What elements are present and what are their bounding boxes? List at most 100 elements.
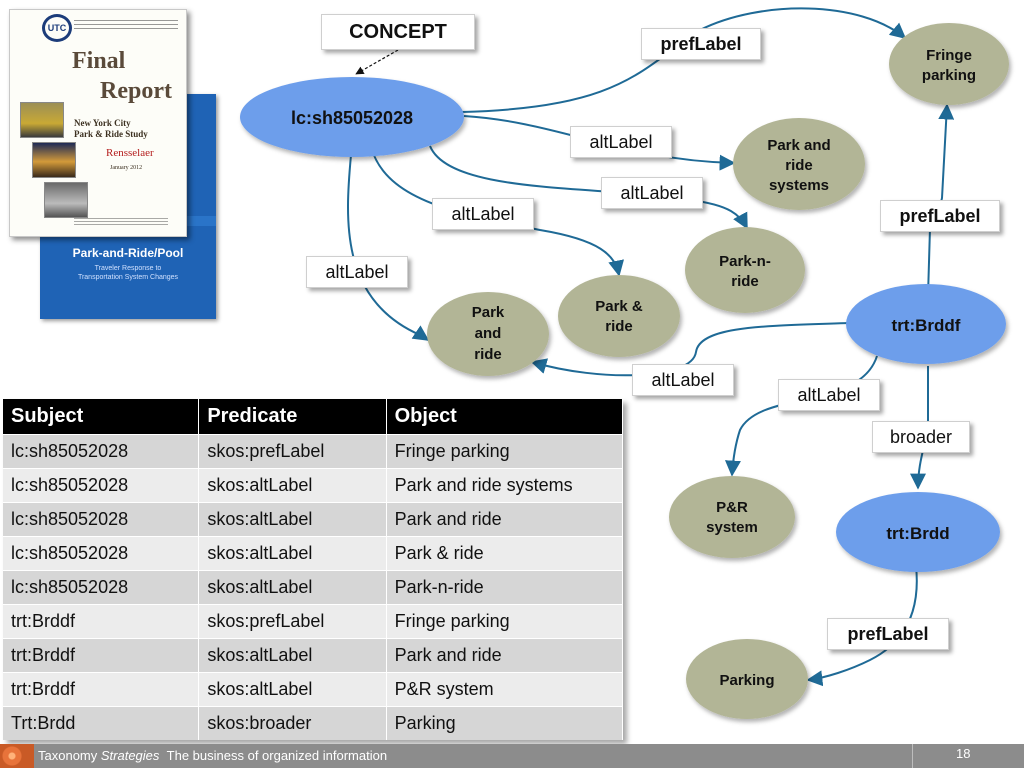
edge-label-altlabel-systems: altLabel [570, 126, 672, 158]
cell-predicate: skos:altLabel [198, 570, 387, 605]
cell-subject: lc:sh85052028 [3, 434, 200, 469]
node-fringe-parking: Fringe parking [889, 23, 1009, 105]
cover-photo-night [32, 142, 76, 178]
cover-date: January 2012 [110, 165, 143, 171]
edge-label-altlabel-amp-ride: altLabel [432, 198, 534, 230]
node-trt-brddf: trt:Brddf [846, 284, 1006, 364]
cover-back-title: Park-and-Ride/Pool [72, 246, 184, 260]
cell-predicate: skos:broader [198, 706, 387, 740]
node-fringe-parking-line2: parking [922, 67, 976, 84]
node-park-n-ride-line1: Park-n- [719, 253, 771, 270]
node-trt-brdd-label: trt:Brdd [886, 524, 949, 543]
cell-predicate: skos:altLabel [198, 502, 387, 537]
cell-predicate: skos:prefLabel [198, 434, 387, 469]
slide-footer: Taxonomy Strategies The business of orga… [0, 744, 1024, 768]
cover-title-report: Report [100, 78, 172, 104]
cell-subject: trt:Brddf [3, 672, 200, 707]
edge-label-altlabel-and-ride: altLabel [306, 256, 408, 288]
node-trt-brdd: trt:Brdd [836, 492, 1000, 572]
node-lc-main-label: lc:sh85052028 [291, 108, 413, 128]
cover-study-line1: New York City [74, 118, 131, 128]
cell-object: Park and ride systems [386, 468, 624, 503]
node-park-ride-systems-line1: Park and [767, 137, 830, 154]
header-object: Object [386, 399, 624, 435]
node-park-n-ride-line2: ride [731, 273, 759, 290]
cell-object: Fringe parking [386, 434, 624, 469]
edge-label-preflabel-brddf: prefLabel [880, 200, 1000, 232]
node-fringe-parking-line1: Fringe [926, 47, 972, 64]
utc-logo: UTC [42, 14, 72, 42]
node-park-and-ride: Park and ride [427, 292, 549, 376]
node-park-amp-ride-line2: ride [605, 318, 633, 335]
node-park-amp-ride-line1: Park & [595, 298, 643, 315]
edge-label-altlabel-n-ride: altLabel [601, 177, 703, 209]
cell-subject: lc:sh85052028 [3, 570, 200, 605]
cell-subject: lc:sh85052028 [3, 502, 200, 537]
table-row: trt:Brddf skos:altLabel Park and ride [3, 638, 624, 673]
node-pr-system-line1: P&R [716, 499, 748, 516]
report-cover-final-report: UTC Final Report New York City Park & Ri… [9, 9, 187, 237]
triples-table: Subject Predicate Object lc:sh85052028 s… [3, 399, 624, 740]
table-header-row: Subject Predicate Object [3, 399, 624, 435]
node-park-and-ride-line2: and [475, 325, 502, 342]
table-row: lc:sh85052028 skos:altLabel Park-n-ride [3, 570, 624, 605]
node-parking-label: Parking [719, 672, 774, 689]
edge-lc-altlabel-and-ride [347, 154, 430, 341]
edge-lc-preflabel-fringe [461, 7, 907, 113]
cell-predicate: skos:altLabel [198, 672, 387, 707]
cell-object: P&R system [386, 672, 624, 707]
taxonomy-strategies-logo-icon [0, 744, 34, 768]
footer-tagline: The business of organized information [166, 748, 388, 763]
node-park-ride-systems-line2: ride [785, 157, 813, 174]
concept-pointer [355, 49, 399, 75]
cover-photo-station [44, 182, 88, 218]
page-number: 18 [956, 746, 971, 761]
cover-back-subtitle-line1: Traveler Response to [94, 265, 162, 272]
footer-brand-italic: Strategies [100, 748, 160, 763]
cell-subject: trt:Brddf [3, 604, 200, 639]
logo-text-lines [74, 20, 178, 32]
cell-subject: Trt:Brdd [3, 706, 200, 740]
cover-photo-taxi [20, 102, 64, 138]
table-row: trt:Brddf skos:prefLabel Fringe parking [3, 604, 624, 639]
cover-back-subtitle-line2: Transportation System Changes [77, 274, 179, 281]
cell-predicate: skos:altLabel [198, 468, 387, 503]
footer-brand-prefix: Taxonomy [38, 748, 98, 763]
node-park-and-ride-line3: ride [474, 346, 502, 363]
table-row: lc:sh85052028 skos:altLabel Park and rid… [3, 502, 624, 537]
cover-institution: Rensselaer [106, 147, 154, 159]
cell-subject: trt:Brddf [3, 638, 200, 673]
table-row: lc:sh85052028 skos:altLabel Park and rid… [3, 468, 624, 503]
cover-back-subtitle: Traveler Response to Transportation Syst… [40, 264, 216, 282]
cell-object: Fringe parking [386, 604, 624, 639]
cell-subject: lc:sh85052028 [3, 468, 200, 503]
cover-study-line2: Park & Ride Study [74, 129, 148, 139]
header-subject: Subject [3, 399, 200, 435]
node-park-ride-systems-line3: systems [769, 177, 829, 194]
node-park-and-ride-systems: Park and ride systems [733, 118, 865, 210]
cell-predicate: skos:altLabel [198, 638, 387, 673]
edge-brddf-altlabel-pr [724, 355, 878, 477]
node-pr-system: P&R system [669, 476, 795, 558]
edge-brdd-preflabel-parking [806, 565, 918, 687]
header-predicate: Predicate [198, 399, 387, 435]
edge-label-preflabel-lc: prefLabel [641, 28, 761, 60]
node-park-amp-ride: Park & ride [558, 275, 680, 357]
node-park-n-ride: Park-n- ride [685, 227, 805, 313]
node-lc-sh85052028: lc:sh85052028 [240, 77, 464, 157]
node-pr-system-line2: system [706, 519, 758, 536]
cell-subject: lc:sh85052028 [3, 536, 200, 571]
edge-label-altlabel-brddf-pr: altLabel [778, 379, 880, 411]
node-trt-brddf-label: trt:Brddf [892, 316, 961, 335]
cover-title-final: Final [72, 48, 126, 74]
table-row: lc:sh85052028 skos:altLabel Park & ride [3, 536, 624, 571]
edge-label-altlabel-brddf-and-ride: altLabel [632, 364, 734, 396]
footer-divider [912, 744, 913, 768]
table-row: trt:Brddf skos:altLabel P&R system [3, 672, 624, 707]
cell-object: Park and ride [386, 638, 624, 673]
table-row: Trt:Brdd skos:broader Parking [3, 706, 624, 740]
edge-brddf-altlabel-and-ride [530, 322, 849, 377]
cell-object: Park & ride [386, 536, 624, 571]
cover-study-title: New York City Park & Ride Study [74, 118, 148, 140]
footer-brand: Taxonomy Strategies The business of orga… [38, 748, 387, 764]
